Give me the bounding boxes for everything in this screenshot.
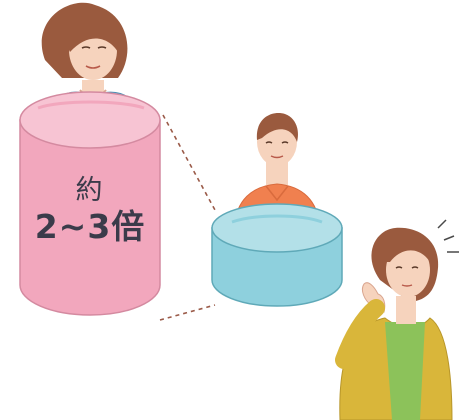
small-cylinder xyxy=(212,204,342,306)
ratio-value-label: 2~3倍 xyxy=(20,200,160,248)
thinking-woman-figure xyxy=(340,220,459,420)
connector-dashed-lines xyxy=(160,115,215,320)
